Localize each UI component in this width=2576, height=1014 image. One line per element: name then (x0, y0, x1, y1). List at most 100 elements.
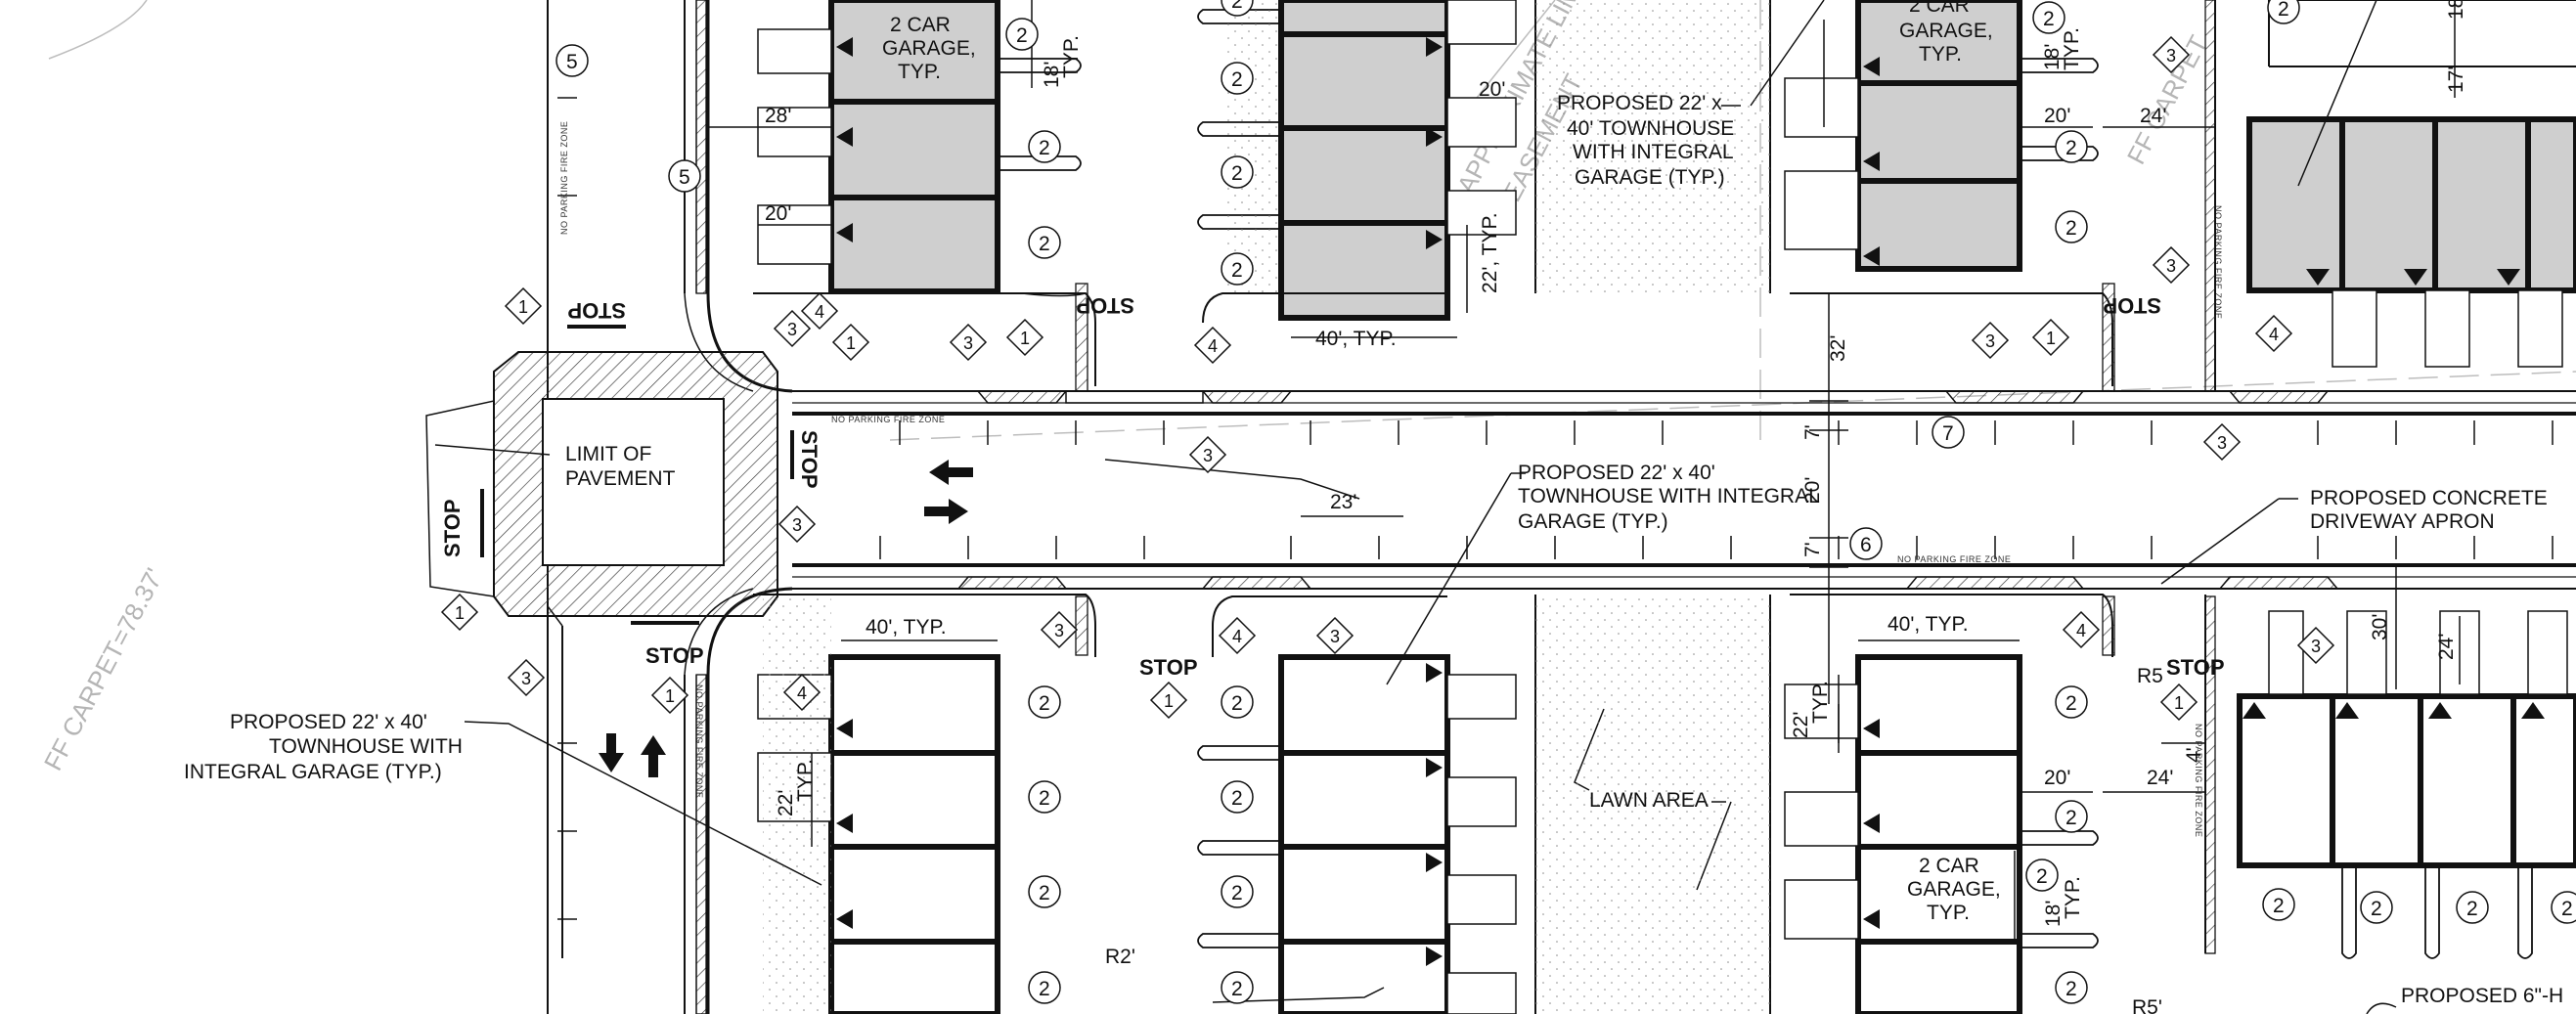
garage-label-2a: 2 CAR (1909, 0, 1970, 17)
entry-triangles (836, 37, 2545, 966)
svg-text:2: 2 (1039, 787, 1050, 810)
svg-text:7: 7 (1942, 422, 1954, 445)
svg-text:1: 1 (1020, 329, 1030, 348)
stop-sign-2: STOP (440, 499, 465, 557)
fire-zone-label-4: NO PARKING FIRE ZONE (2213, 205, 2223, 319)
diamond-numbers: 1 4 3 1 3 1 4 3 3 3 4 3 1 4 1 3 1 3 1 3 … (455, 46, 2321, 713)
svg-text:2: 2 (1231, 787, 1243, 810)
svg-text:3: 3 (2217, 433, 2227, 453)
svg-text:30': 30' (2369, 614, 2391, 640)
svg-text:3: 3 (2166, 256, 2176, 276)
svg-text:2: 2 (1231, 162, 1243, 185)
svg-text:3: 3 (787, 320, 797, 339)
townhouse-blocks (828, 654, 2576, 1014)
svg-text:2: 2 (1231, 882, 1243, 904)
stop-sign-1: STOP (567, 298, 626, 323)
svg-text:TYP.: TYP. (1060, 35, 1083, 78)
svg-text:PROPOSED 22' x: PROPOSED 22' x (1557, 92, 1722, 114)
svg-text:LAWN AREA: LAWN AREA (1589, 789, 1709, 812)
svg-text:4: 4 (815, 302, 824, 322)
svg-text:17': 17' (2445, 66, 2467, 93)
svg-text:TOWNHOUSE WITH INTEGRAL: TOWNHOUSE WITH INTEGRAL (1518, 485, 1820, 507)
svg-text:PROPOSED 22' x 40': PROPOSED 22' x 40' (1518, 462, 1715, 484)
traffic-arrows (599, 460, 973, 777)
garage-label-1c: TYP. (898, 61, 941, 83)
svg-text:DRIVEWAY APRON: DRIVEWAY APRON (2310, 510, 2495, 533)
svg-text:2: 2 (1231, 978, 1243, 1000)
garage-label-1b: GARAGE, (882, 37, 976, 60)
svg-text:28': 28' (765, 105, 791, 127)
svg-text:2: 2 (2065, 137, 2077, 159)
svg-text:20': 20' (2044, 105, 2070, 127)
ghost-center-dash (889, 371, 2576, 441)
garage-label-3c: TYP. (1927, 902, 1970, 924)
svg-text:2: 2 (1039, 978, 1050, 1000)
svg-text:23': 23' (1330, 491, 1356, 513)
svg-text:2: 2 (2466, 898, 2478, 920)
garage-label-3a: 2 CAR (1919, 855, 1979, 877)
svg-text:2: 2 (2278, 0, 2289, 21)
svg-text:32': 32' (1827, 335, 1849, 362)
svg-text:3: 3 (1054, 621, 1064, 640)
svg-text:3: 3 (1203, 446, 1213, 465)
svg-text:TYP.: TYP. (1809, 681, 1832, 724)
turnaround (425, 351, 778, 617)
svg-text:2: 2 (1231, 68, 1243, 91)
svg-text:PROPOSED 6"-H: PROPOSED 6"-H (2401, 985, 2563, 1007)
stop-sign-3: STOP (797, 430, 822, 489)
svg-text:1: 1 (665, 686, 675, 706)
svg-text:1: 1 (2046, 329, 2056, 348)
pavement-limit-box (542, 398, 725, 566)
lawn-area-fill (1535, 595, 1770, 1014)
svg-text:4: 4 (1232, 627, 1242, 646)
svg-text:1: 1 (2174, 693, 2184, 713)
svg-text:4: 4 (797, 683, 807, 703)
svg-text:3: 3 (2311, 637, 2321, 656)
svg-text:22', TYP.: 22', TYP. (1479, 212, 1501, 293)
svg-text:6: 6 (1860, 534, 1872, 556)
svg-text:2: 2 (1039, 233, 1050, 255)
svg-text:3: 3 (1330, 627, 1340, 646)
ghost-arc (48, 0, 148, 60)
svg-text:2: 2 (2561, 898, 2573, 920)
svg-text:7': 7' (1801, 424, 1824, 440)
fire-zone-label-1: NO PARKING FIRE ZONE (831, 415, 945, 424)
walkways (998, 9, 2533, 959)
svg-text:2: 2 (2273, 895, 2285, 917)
curb-hatches (695, 0, 2216, 1014)
svg-text:24': 24' (2140, 105, 2166, 127)
svg-text:20': 20' (765, 202, 791, 225)
ff-carpet-label: FF CARPET=78.37' (38, 563, 169, 775)
lawn-area-fill-top (1535, 0, 1770, 293)
stop-sign-4: STOP (645, 643, 704, 668)
svg-text:INTEGRAL GARAGE (TYP.): INTEGRAL GARAGE (TYP.) (184, 761, 442, 783)
svg-text:2: 2 (1039, 692, 1050, 715)
svg-text:TOWNHOUSE WITH: TOWNHOUSE WITH (269, 735, 463, 758)
svg-text:18': 18' (2041, 44, 2064, 70)
svg-text:18': 18' (1041, 62, 1063, 88)
svg-text:7': 7' (1801, 542, 1824, 557)
svg-text:20': 20' (2044, 767, 2070, 789)
svg-text:18': 18' (2445, 0, 2467, 20)
svg-text:5: 5 (679, 166, 690, 189)
svg-text:GARAGE (TYP.): GARAGE (TYP.) (1518, 510, 1668, 533)
svg-text:R2': R2' (1105, 946, 1135, 968)
callout-diamonds (440, 35, 2335, 722)
svg-text:40', TYP.: 40', TYP. (866, 616, 947, 639)
svg-text:22': 22' (1790, 712, 1812, 738)
svg-text:3: 3 (963, 333, 973, 353)
svg-text:22': 22' (775, 790, 797, 816)
svg-text:2: 2 (1231, 0, 1243, 13)
garage-label-3b: GARAGE, (1907, 878, 2001, 901)
svg-text:R5: R5 (2137, 665, 2163, 687)
svg-text:40', TYP.: 40', TYP. (1315, 328, 1397, 350)
planting-fill-2 (763, 595, 831, 1014)
garage-label-2b: GARAGE, (1899, 20, 1993, 42)
garage-label-2c: TYP. (1919, 43, 1962, 66)
svg-text:24': 24' (2147, 767, 2173, 789)
svg-text:2: 2 (1016, 24, 1028, 47)
svg-text:1: 1 (846, 333, 856, 353)
